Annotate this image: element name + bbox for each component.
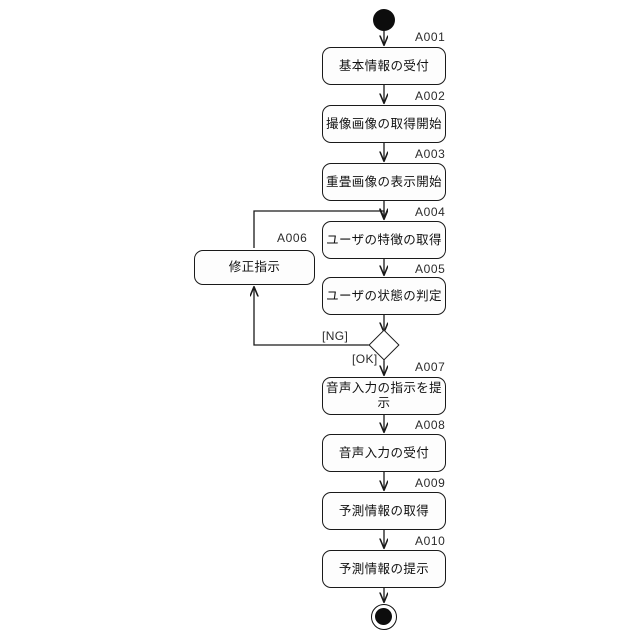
step-id-a005: A005 [415,262,446,276]
end-node [371,604,397,630]
activity-node-a005[interactable]: ユーザの状態の判定 [322,277,446,315]
activity-node-a003[interactable]: 重畳画像の表示開始 [322,163,446,201]
step-id-a010: A010 [415,534,446,548]
start-node [373,9,395,31]
activity-node-a006[interactable]: 修正指示 [194,250,315,285]
activity-node-a008[interactable]: 音声入力の受付 [322,434,446,472]
step-id-a006: A006 [277,231,308,245]
activity-node-a010[interactable]: 予測情報の提示 [322,550,446,588]
step-id-a002: A002 [415,89,446,103]
guard-label-ng: [NG] [322,329,349,343]
activity-node-a009[interactable]: 予測情報の取得 [322,492,446,530]
end-node-fill [375,608,393,626]
step-id-a004: A004 [415,205,446,219]
activity-node-a007[interactable]: 音声入力の指示を提示 [322,377,446,415]
activity-node-a001[interactable]: 基本情報の受付 [322,47,446,85]
step-id-a001: A001 [415,30,446,44]
activity-node-a002[interactable]: 撮像画像の取得開始 [322,105,446,143]
step-id-a007: A007 [415,360,446,374]
guard-label-ok: [OK] [352,352,378,366]
step-id-a009: A009 [415,476,446,490]
activity-node-a004[interactable]: ユーザの特徴の取得 [322,221,446,259]
step-id-a008: A008 [415,418,446,432]
step-id-a003: A003 [415,147,446,161]
